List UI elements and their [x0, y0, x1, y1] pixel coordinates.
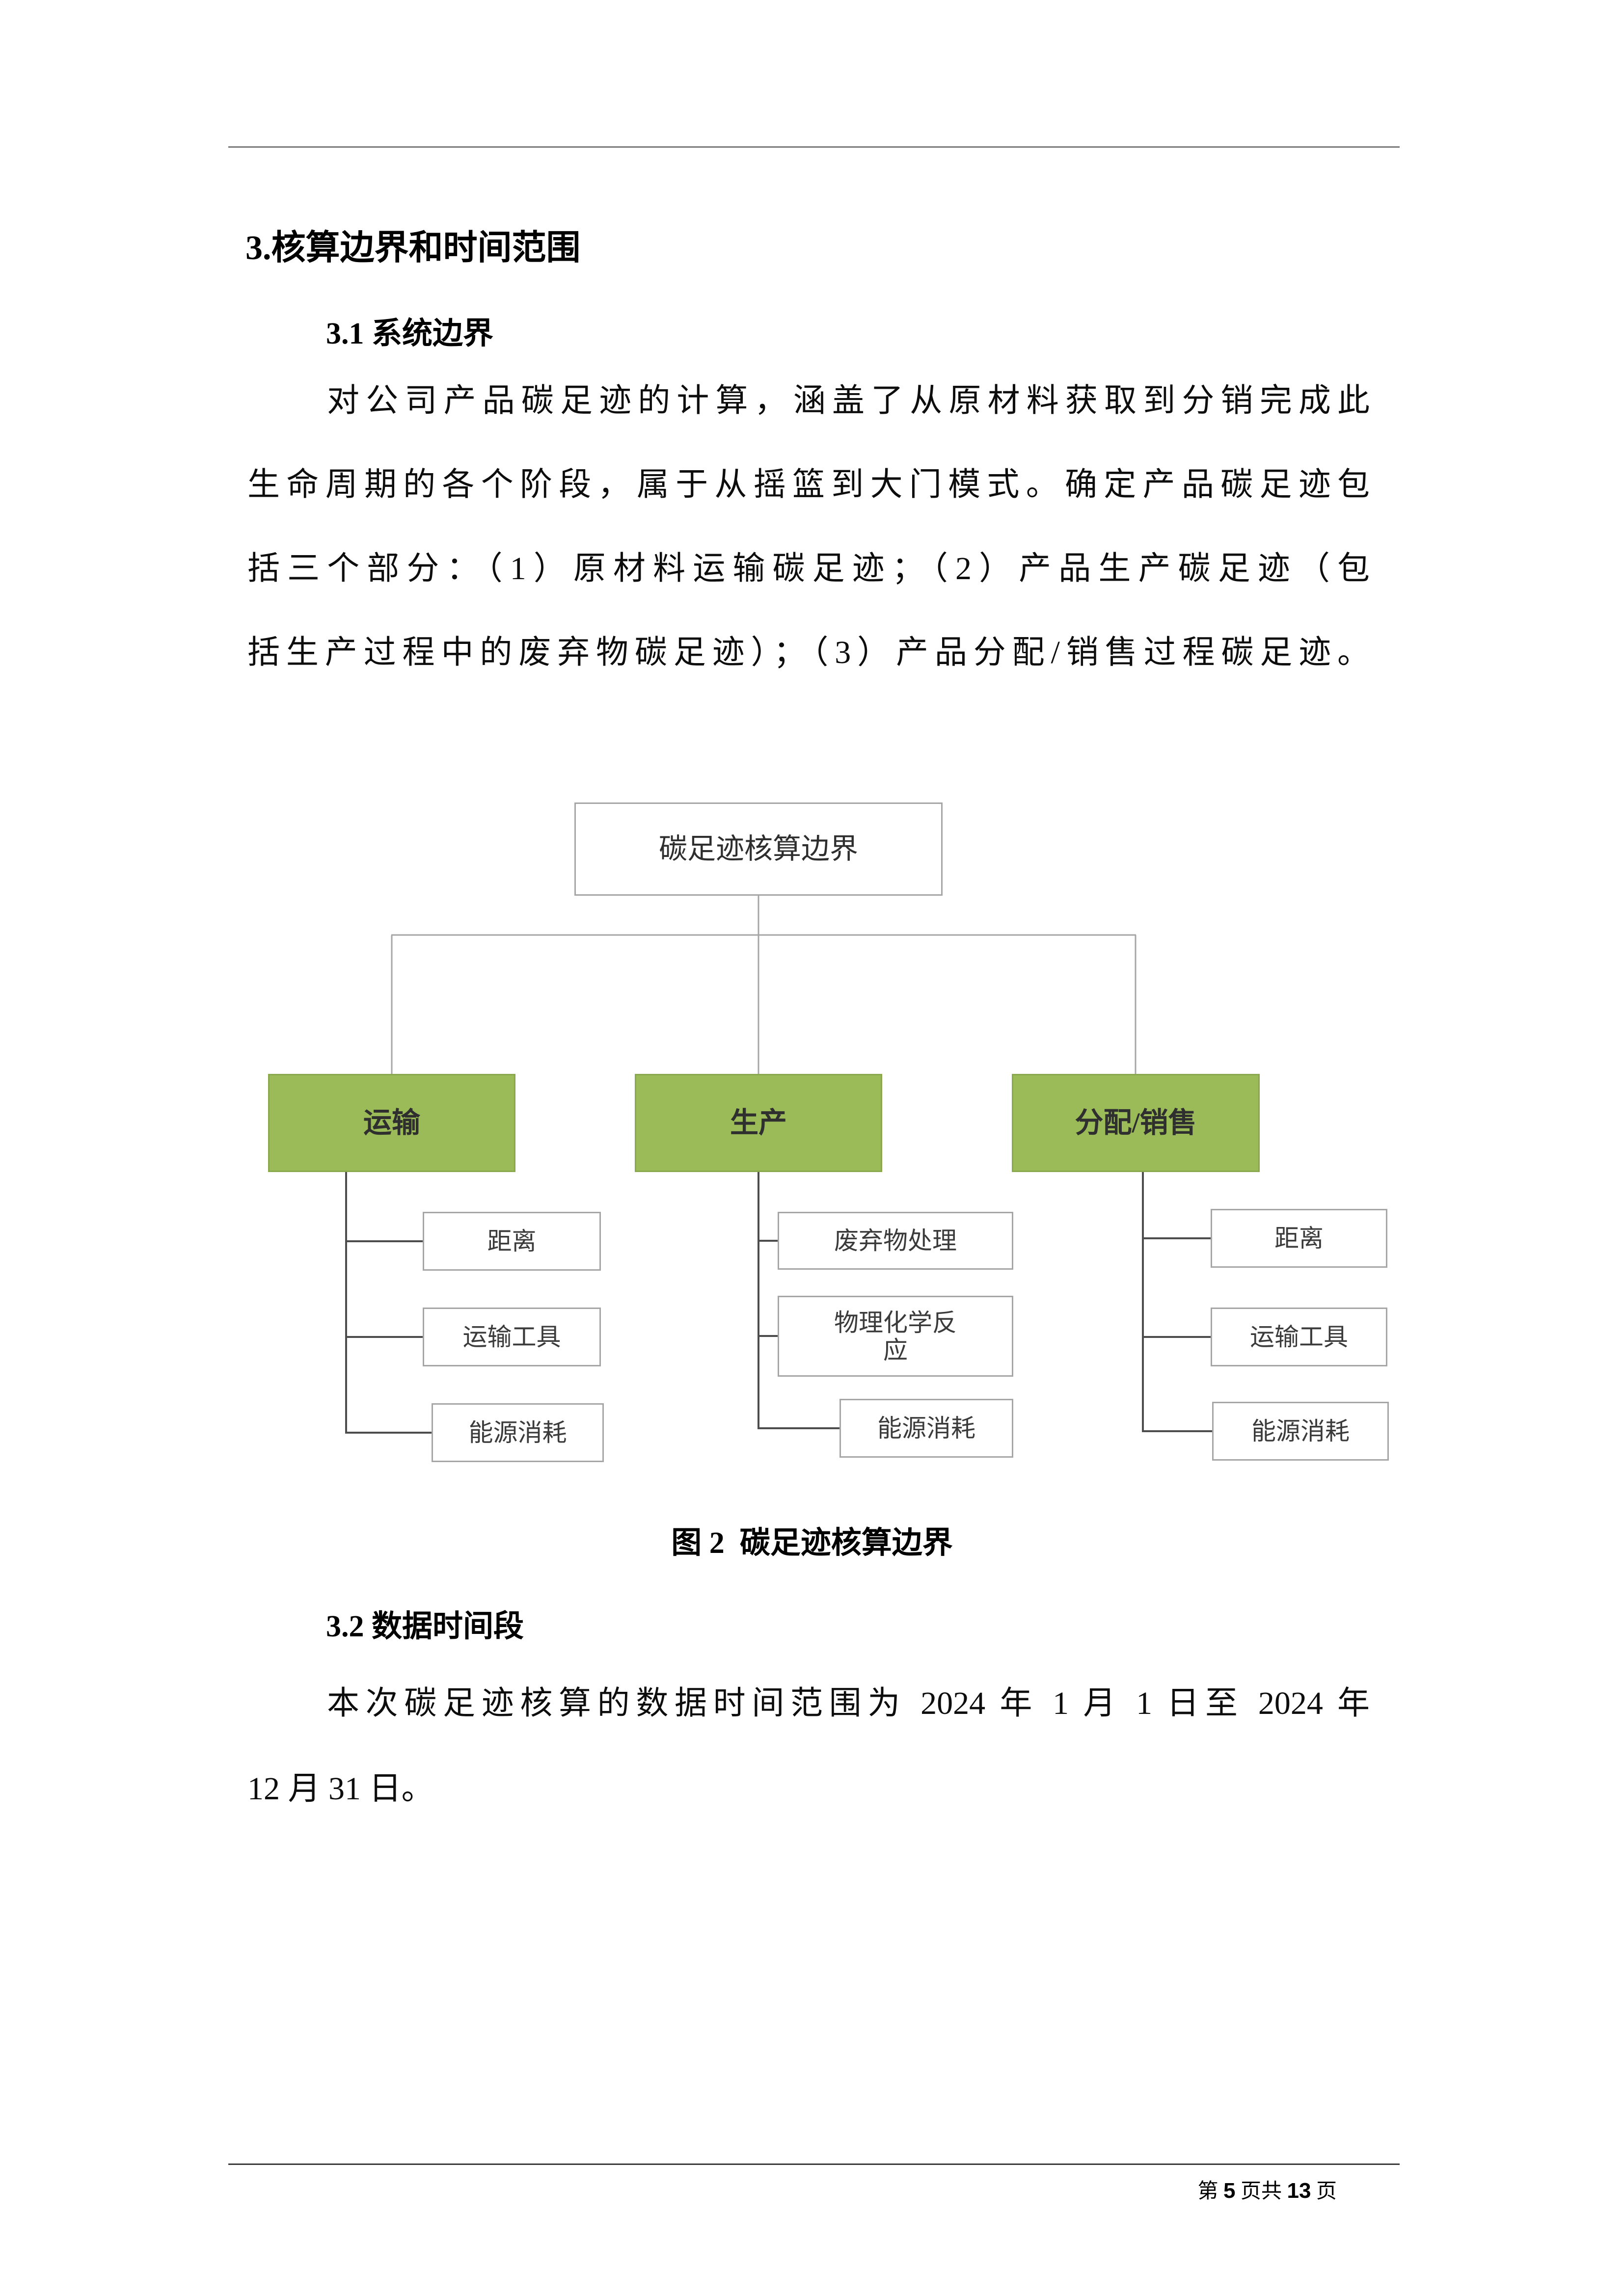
- child-label: 距离: [487, 1228, 537, 1255]
- child-box-waste-treatment: 废弃物处理: [778, 1212, 1013, 1270]
- child-label: 废弃物处理: [834, 1227, 957, 1255]
- section-heading: 3.核算边界和时间范围: [245, 229, 581, 267]
- child-box-energy-consumption: 能源消耗: [839, 1399, 1013, 1458]
- child-box-transport-tool: 运输工具: [1211, 1308, 1387, 1366]
- branch-label: 分配/销售: [1075, 1106, 1197, 1139]
- paragraph-line: 对公司产品碳足迹的计算，涵盖了从原材料获取到分销完成此: [327, 383, 1370, 419]
- paragraph-line: 本次碳足迹核算的数据时间范围为 2024 年 1 月 1 日至 2024 年: [327, 1685, 1370, 1721]
- branch-box-production: 生产: [635, 1074, 882, 1172]
- child-label: 能源消耗: [468, 1419, 567, 1446]
- child-label: 物理化学反应: [834, 1308, 957, 1364]
- paragraph-line: 括生产过程中的废弃物碳足迹）；（3）产品分配/销售过程碳足迹。: [247, 635, 1370, 670]
- subsection-3-2-heading: 3.2 数据时间段: [326, 1610, 524, 1643]
- footer-middle: 页共: [1235, 2180, 1287, 2203]
- child-label: 能源消耗: [1251, 1417, 1350, 1445]
- branch-label: 运输: [363, 1106, 420, 1139]
- header-rule: [228, 146, 1400, 148]
- child-box-physicochemical-reaction: 物理化学反应: [778, 1296, 1013, 1377]
- child-box-transport-tool: 运输工具: [423, 1308, 601, 1366]
- footer-prefix: 第: [1197, 2180, 1224, 2203]
- footer-rule: [228, 2163, 1400, 2165]
- footer-suffix: 页: [1311, 2180, 1337, 2203]
- child-box-energy-consumption: 能源消耗: [432, 1403, 604, 1462]
- branch-box-distribution-sales: 分配/销售: [1012, 1074, 1260, 1172]
- child-label: 运输工具: [462, 1323, 561, 1351]
- child-box-energy-consumption: 能源消耗: [1212, 1402, 1389, 1461]
- subsection-3-1-heading: 3.1 系统边界: [326, 317, 494, 350]
- total-pages: 13: [1287, 2179, 1311, 2203]
- paragraph-line: 生命周期的各个阶段，属于从摇篮到大门模式。确定产品碳足迹包: [247, 467, 1370, 503]
- figure-caption: 图 2 碳足迹核算边界: [671, 1526, 953, 1560]
- paragraph-line: 括三个部分：（1）原材料运输碳足迹；（2）产品生产碳足迹（包: [247, 551, 1370, 587]
- page-number: 5: [1223, 2179, 1236, 2203]
- child-box-distance: 距离: [423, 1212, 601, 1271]
- page-footer: 第 5 页共 13 页: [228, 2174, 1400, 2204]
- paragraph-line: 12 月 31 日。: [247, 1771, 434, 1807]
- branch-box-transport: 运输: [268, 1074, 515, 1172]
- child-label: 能源消耗: [877, 1415, 975, 1442]
- branch-label: 生产: [730, 1106, 787, 1139]
- child-box-distance: 距离: [1211, 1209, 1387, 1268]
- diagram-root-label: 碳足迹核算边界: [658, 832, 858, 865]
- child-label: 距离: [1274, 1225, 1324, 1252]
- child-label: 运输工具: [1250, 1323, 1348, 1351]
- diagram-root-box: 碳足迹核算边界: [574, 802, 943, 896]
